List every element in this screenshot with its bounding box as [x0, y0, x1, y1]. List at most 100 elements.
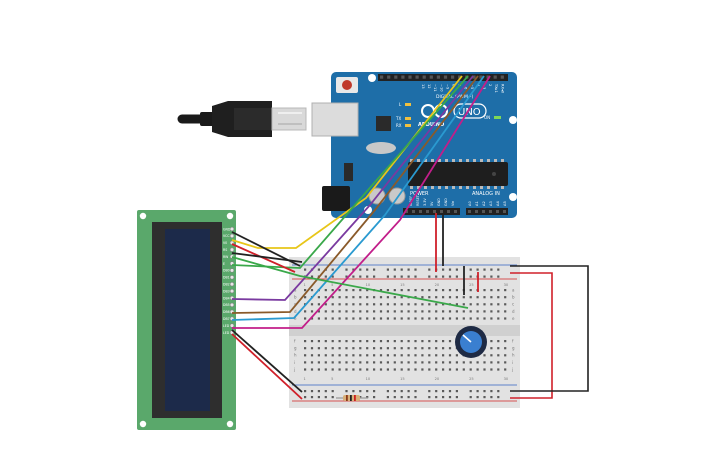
power-header-label: POWER	[410, 191, 429, 197]
lcd-pin[interactable]	[229, 282, 235, 287]
lcd-pin[interactable]	[229, 247, 235, 252]
lcd-pin-label: RW	[223, 255, 229, 259]
lcd-pin-label: DB1	[223, 276, 230, 280]
l-led-label: L	[399, 102, 402, 107]
wires[interactable]	[231, 75, 589, 400]
lcd-pin-label: DB4	[223, 296, 230, 300]
lcd-pin[interactable]	[229, 275, 235, 280]
breadboard-row-letter: j	[293, 367, 295, 372]
breadboard-column-number: 25	[469, 377, 474, 381]
breadboard-column-number: 20	[435, 377, 440, 381]
digital-pin-label: ~11	[433, 84, 437, 92]
breadboard-row-letter: b	[512, 295, 515, 300]
arduino-model: UNO	[458, 107, 481, 118]
reset-button	[342, 80, 352, 90]
digital-pin-label: ~9	[445, 84, 449, 90]
breadboard-column-number: 5	[331, 283, 333, 287]
analog-header	[466, 208, 508, 215]
breadboard-row-letter: j	[511, 367, 513, 372]
digital-pin-label: RX◂0	[500, 84, 504, 94]
lcd-pin[interactable]	[229, 233, 235, 239]
lcd-pin-label: LED	[223, 331, 230, 335]
lcd-pin[interactable]	[229, 226, 235, 232]
usb-cable[interactable]	[177, 101, 307, 137]
lcd-pin-label: DB2	[223, 283, 230, 287]
wire-magenta	[232, 75, 491, 329]
breadboard-row-letter: b	[294, 295, 297, 300]
digital-pin-label: 12	[427, 84, 431, 89]
lcd-pin-label: DB5	[223, 303, 230, 307]
mount-hole	[226, 212, 234, 220]
breadboard-row-letter: e	[294, 316, 297, 321]
breadboard-column-number: 10	[366, 377, 371, 381]
mount-hole	[509, 116, 517, 124]
l-led	[405, 103, 411, 106]
lcd-pin-label: GND	[223, 227, 231, 231]
chip-small	[376, 116, 391, 131]
breadboard-row-letter: f	[294, 339, 296, 344]
analog-pin-label: A3	[489, 201, 493, 206]
breadboard-row-letter: g	[512, 346, 515, 351]
resistor[interactable]	[336, 395, 368, 401]
breadboard-row-letter: c	[512, 302, 514, 307]
breadboard-row-letter: e	[512, 316, 515, 321]
breadboard-row-letter: h	[512, 353, 515, 358]
lcd-pin[interactable]	[229, 288, 235, 294]
breadboard-row-letter: g	[294, 346, 297, 351]
uno-badge	[453, 103, 487, 119]
wire-red-lcd-led	[231, 333, 303, 400]
wire-red-rail-bridge	[510, 272, 553, 399]
mount-hole	[509, 193, 517, 201]
breadboard-row-letter: a	[512, 288, 515, 293]
breadboard-column-number: 30	[504, 283, 509, 287]
digital-pin-label: 2	[488, 84, 492, 86]
lcd-pin-label: DB3	[223, 289, 230, 293]
breadboard-column-number: 15	[400, 283, 405, 287]
breadboard-row-letter: c	[294, 302, 296, 307]
analog-pin-label: A5	[503, 201, 507, 206]
potentiometer[interactable]	[455, 326, 487, 358]
on-led-label: ON	[484, 115, 490, 120]
mount-hole	[226, 420, 234, 428]
on-led	[494, 116, 501, 119]
breadboard-row-letter: d	[294, 309, 297, 314]
lcd-pin-label: RS	[223, 248, 227, 252]
breadboard-row-letter: f	[512, 339, 514, 344]
breadboard-column-number: 30	[504, 377, 509, 381]
breadboard-column-number: 25	[469, 283, 474, 287]
breadboard-row-letter: h	[294, 353, 297, 358]
power-pin-label: GND	[437, 198, 441, 206]
lcd-pin-label: LED	[223, 324, 230, 328]
wire-black-rail-bridge	[510, 265, 589, 392]
digital-header-label: DIGITAL (PWM~)	[436, 94, 474, 100]
digital-pin-label: TX▸1	[494, 83, 498, 93]
lcd-pin-label: DB7	[223, 317, 230, 321]
wire-yellow	[231, 75, 463, 249]
analog-pin-label: A2	[482, 201, 486, 206]
wire-green-pot	[231, 256, 469, 309]
lcd-pin-label: E	[223, 262, 225, 266]
lcd-16x2-module[interactable]: GNDVCCV0RSRWEDB0DB1DB2DB3DB4DB5DB6DB7LED…	[137, 210, 236, 430]
mount-hole	[139, 420, 147, 428]
lcd-pin[interactable]	[229, 323, 235, 328]
power-pin-label: RESET	[416, 194, 420, 206]
breadboard-column-number: 1	[304, 377, 306, 381]
lcd-pin-label: DB0	[223, 269, 230, 273]
power-pin-label: 5V	[430, 201, 434, 206]
digital-header	[378, 74, 508, 81]
mount-hole	[364, 206, 372, 214]
lcd-pin-label: V0	[223, 241, 227, 245]
wire-black-lcd-rw	[231, 252, 303, 263]
breadboard-column-number: 5	[331, 377, 333, 381]
analog-pin-label: A0	[468, 201, 472, 206]
wire-brown	[231, 75, 479, 314]
lcd-pin[interactable]	[229, 302, 235, 308]
breadboard-column-number: 1	[304, 283, 306, 287]
breadboard-row-letter: d	[512, 309, 515, 314]
rx-led	[405, 124, 411, 127]
lcd-pin[interactable]	[229, 268, 235, 273]
lcd-screen	[165, 229, 210, 411]
